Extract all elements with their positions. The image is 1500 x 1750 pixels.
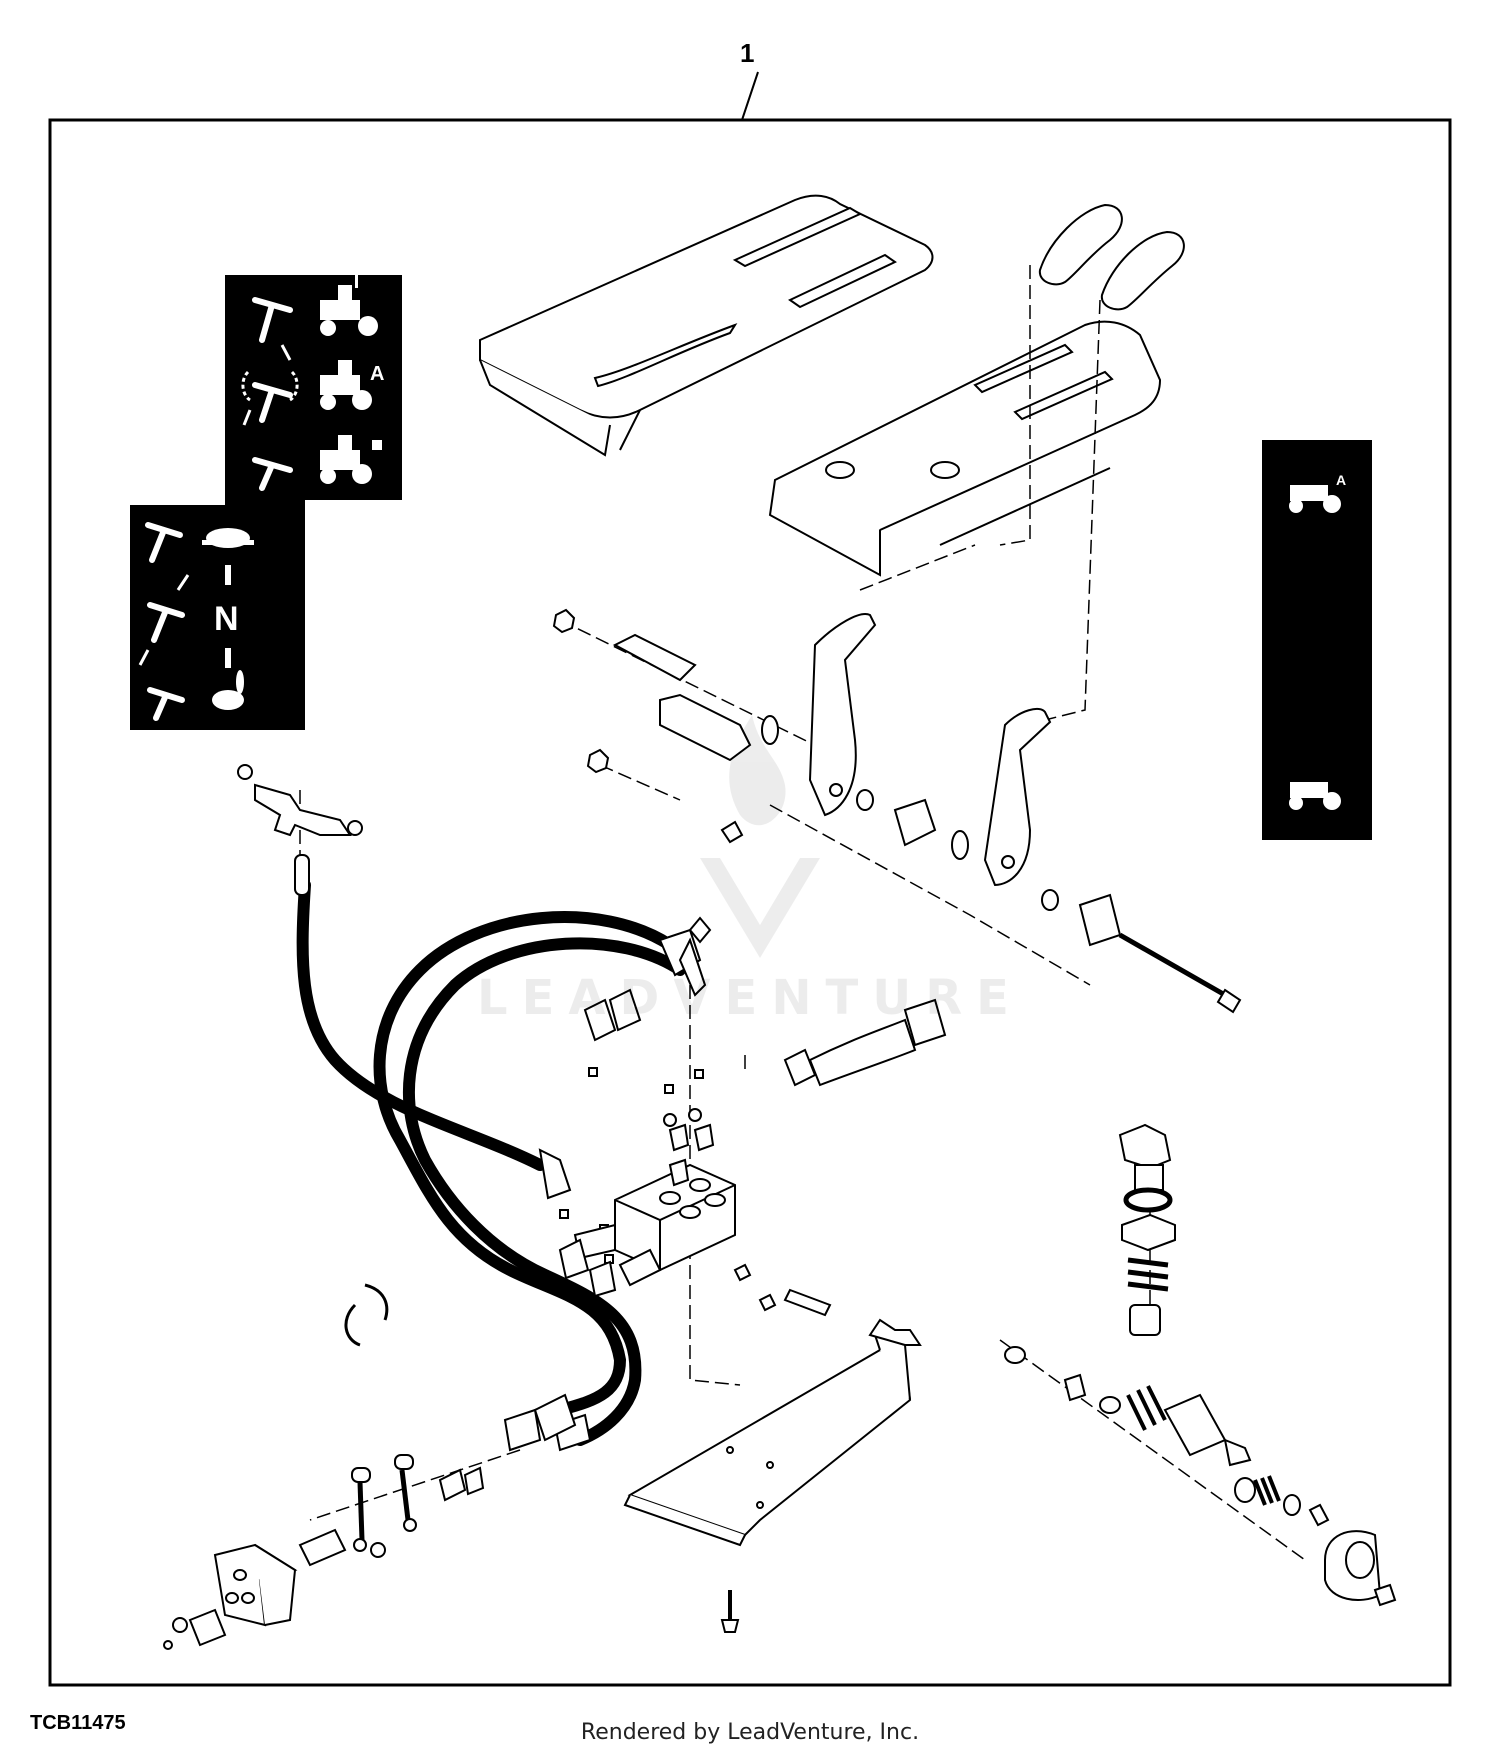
watermark-text: LEADVENTURE xyxy=(477,970,1023,1026)
figure-id: TCB11475 xyxy=(30,1712,126,1734)
relief-valve-assembly xyxy=(1004,1123,1397,1607)
callout-leader xyxy=(741,71,759,121)
mounting-bracket xyxy=(623,1263,922,1633)
hose-fittings xyxy=(237,764,947,1452)
snap-ring xyxy=(344,1283,389,1347)
control-links xyxy=(298,1454,485,1567)
pivot-hardware xyxy=(552,608,1242,1014)
control-valve xyxy=(558,916,736,1298)
t-handle-icon xyxy=(252,297,293,491)
diagram-frame xyxy=(48,118,1452,1687)
upper-cover xyxy=(479,194,934,457)
turtle-icon xyxy=(202,528,254,548)
control-levers xyxy=(612,613,1052,887)
crush-washers xyxy=(559,1067,704,1264)
tractor-icon xyxy=(320,270,382,484)
side-decal-letter: A xyxy=(1336,472,1346,488)
hydraulic-hoses xyxy=(296,879,686,1446)
port-block xyxy=(163,1543,298,1650)
lift-decal: A N xyxy=(130,270,402,730)
lever-knob xyxy=(1038,203,1185,311)
decal-letter-n: N xyxy=(214,600,239,638)
rabbit-icon xyxy=(212,670,244,710)
lever-cover xyxy=(768,320,1162,577)
side-decal: A xyxy=(1262,440,1372,840)
assembly-guide-lines xyxy=(299,265,1306,1561)
credit-line: Rendered by LeadVenture, Inc. xyxy=(580,1720,920,1745)
decal-letter-a: A xyxy=(370,363,384,385)
callout-number: 1 xyxy=(740,38,755,68)
